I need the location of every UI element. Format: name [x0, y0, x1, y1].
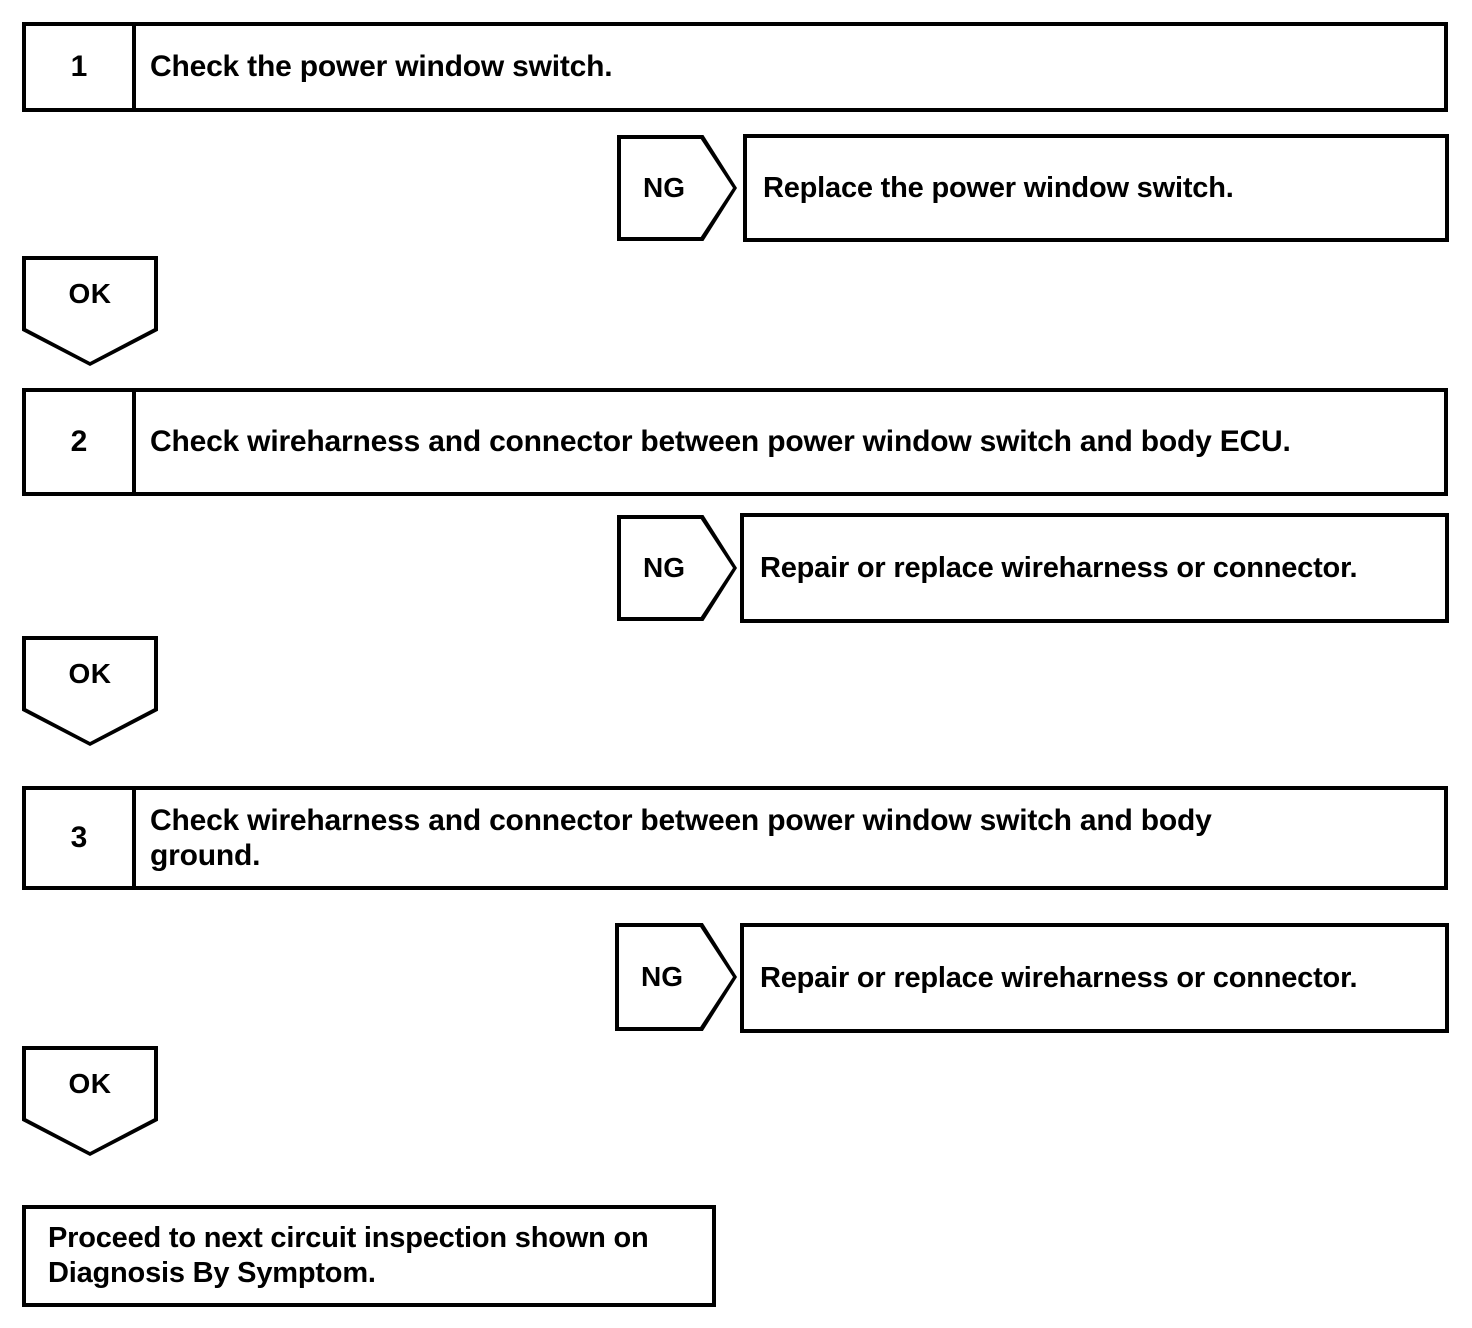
ng-result-box-3[interactable]: Repair or replace wireharness or connect… [740, 923, 1449, 1033]
ok-arrow-inner-2 [26, 640, 154, 742]
ok-label-3: OK [68, 1068, 112, 1099]
ng-arrow-inner-1: NG [621, 139, 733, 237]
step-instruction-2: Check wireharness and connector between … [150, 425, 1291, 459]
ng-label-3: NG [641, 961, 683, 992]
step-instruction-3: Check wireharness and connector between … [150, 803, 1212, 872]
ng-result-text-3: Repair or replace wireharness or connect… [760, 961, 1358, 994]
step-number-cell-2: 2 [26, 392, 136, 492]
ng-arrow-inner-3: NG [619, 927, 733, 1027]
ng-arrow-1[interactable]: NG [617, 135, 737, 241]
final-outcome-box[interactable]: Proceed to next circuit inspection shown… [22, 1205, 716, 1307]
ng-arrow-3[interactable]: NG [615, 923, 737, 1031]
ok-arrow-3[interactable]: OK [22, 1046, 158, 1156]
ng-result-box-2[interactable]: Repair or replace wireharness or connect… [740, 513, 1449, 623]
ng-arrow-inner-2: NG [621, 519, 733, 617]
step-number-cell-3: 3 [26, 790, 136, 886]
ng-result-box-1[interactable]: Replace the power window switch. [743, 134, 1449, 242]
step-text-cell-1: Check the power window switch. [136, 26, 1444, 108]
ng-result-text-2: Repair or replace wireharness or connect… [760, 551, 1358, 584]
ok-arrow-1[interactable]: OK [22, 256, 158, 366]
step-number-1: 1 [70, 50, 88, 83]
step-text-cell-2: Check wireharness and connector between … [136, 392, 1444, 492]
step-number-2: 2 [70, 425, 88, 458]
step-number-cell-1: 1 [26, 26, 136, 108]
ok-arrow-2[interactable]: OK [22, 636, 158, 746]
ng-label-2: NG [643, 552, 685, 583]
final-outcome-text: Proceed to next circuit inspection shown… [48, 1221, 649, 1289]
step-number-3: 3 [70, 821, 88, 854]
step-text-cell-3: Check wireharness and connector between … [136, 790, 1444, 886]
step-box-3[interactable]: 3 Check wireharness and connector betwee… [22, 786, 1448, 890]
step-box-1[interactable]: 1 Check the power window switch. [22, 22, 1448, 112]
ok-label-1: OK [68, 278, 112, 309]
ng-arrow-2[interactable]: NG [617, 515, 737, 621]
step-box-2[interactable]: 2 Check wireharness and connector betwee… [22, 388, 1448, 496]
ok-arrow-inner-3 [26, 1050, 154, 1152]
ng-result-text-1: Replace the power window switch. [763, 171, 1234, 204]
ok-label-2: OK [68, 658, 112, 689]
ok-arrow-inner-1 [26, 260, 154, 362]
ng-label-1: NG [643, 172, 685, 203]
step-instruction-1: Check the power window switch. [150, 50, 613, 84]
